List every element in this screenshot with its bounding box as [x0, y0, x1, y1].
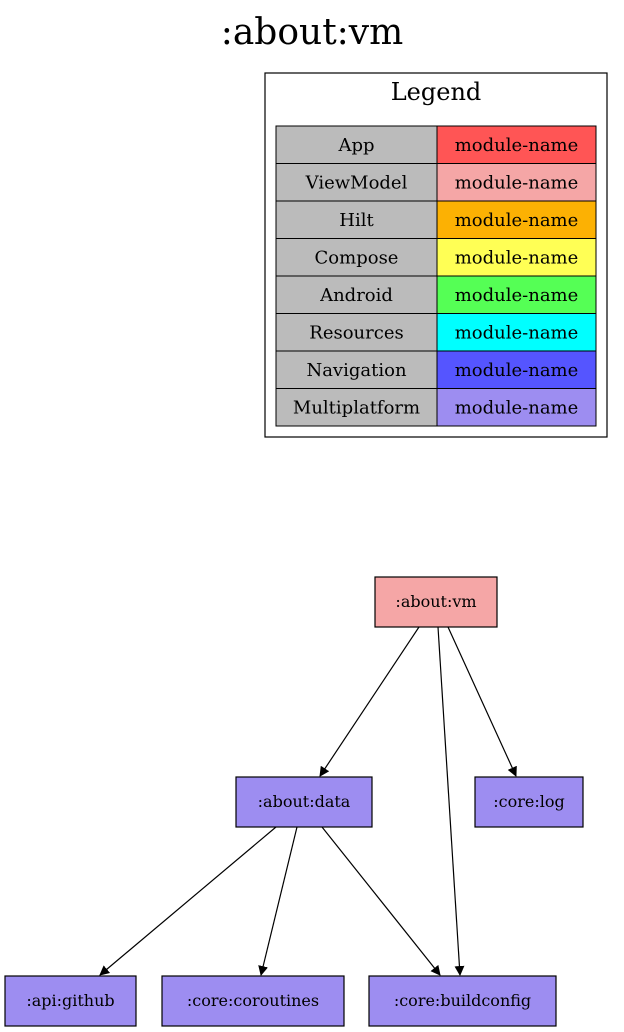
edge-about-vm-to-core-log — [447, 626, 517, 777]
node-about-data: :about:data — [235, 776, 373, 828]
edge-about-data-to-api-github — [99, 826, 277, 976]
node-label: :core:log — [493, 792, 564, 811]
edge-about-data-to-core-coroutines — [258, 826, 298, 976]
legend-type-label: Hilt — [339, 210, 374, 231]
legend-row-navigation: Navigation module-name — [275, 350, 597, 389]
node-label: :about:data — [258, 792, 351, 811]
node-label: :core:coroutines — [187, 991, 319, 1010]
legend-type-cell — [275, 238, 438, 277]
legend-type-label: Android — [319, 285, 393, 306]
module-nodes: :about:vm :about:data :core:log :api:github… — [4, 576, 584, 1027]
legend-module-label: module-name — [455, 360, 579, 381]
legend-row-hilt: Hilt module-name — [275, 200, 597, 239]
legend-module-label: module-name — [455, 247, 579, 268]
node-label: :about:vm — [395, 592, 476, 611]
legend-type-cell — [275, 350, 438, 389]
legend-type-label: Navigation — [306, 360, 406, 381]
dependency-edges — [99, 626, 517, 976]
node-box — [235, 776, 373, 828]
legend-row-compose: Compose module-name — [275, 238, 597, 277]
legend-type-label: Compose — [315, 247, 399, 268]
node-box — [474, 776, 584, 828]
legend-color-swatch — [436, 275, 597, 314]
legend-module-label: module-name — [455, 172, 579, 193]
legend-module-label: module-name — [455, 322, 579, 343]
node-box — [4, 975, 137, 1027]
node-box — [374, 576, 498, 628]
edge-about-vm-to-about-data — [319, 626, 420, 777]
node-api-github: :api:github — [4, 975, 137, 1027]
legend-type-cell — [275, 200, 438, 239]
node-about-vm: :about:vm — [374, 576, 498, 628]
node-label: :api:github — [26, 991, 114, 1010]
legend-row-multiplatform: Multiplatform module-name — [275, 388, 597, 427]
legend-type-cell — [275, 125, 438, 164]
edge-about-vm-to-core-buildconfig — [437, 626, 465, 976]
node-box — [161, 975, 345, 1027]
graph-title: :about:vm — [221, 12, 404, 53]
legend-color-swatch — [436, 388, 597, 427]
legend-title: Legend — [391, 78, 482, 106]
node-core-coroutines: :core:coroutines — [161, 975, 345, 1027]
legend-module-label: module-name — [455, 285, 579, 306]
legend-type-label: Resources — [309, 322, 403, 343]
legend-module-label: module-name — [455, 135, 579, 156]
node-core-buildconfig: :core:buildconfig — [368, 975, 557, 1027]
node-box — [368, 975, 557, 1027]
node-core-log: :core:log — [474, 776, 584, 828]
legend-row-app: App module-name — [275, 125, 597, 164]
legend-type-cell — [275, 388, 438, 427]
legend-row-viewmodel: ViewModel module-name — [275, 163, 597, 202]
legend-module-label: module-name — [455, 210, 579, 231]
legend-type-cell — [275, 313, 438, 352]
legend-type-label: Multiplatform — [293, 397, 420, 418]
edge-about-data-to-core-buildconfig — [321, 826, 441, 976]
node-label: :core:buildconfig — [394, 991, 531, 1010]
legend-row-android: Android module-name — [275, 275, 597, 314]
legend-color-swatch — [436, 125, 597, 164]
legend-type-label: App — [337, 135, 374, 156]
legend-row-resources: Resources module-name — [275, 313, 597, 352]
legend-type-cell — [275, 275, 438, 314]
legend-module-label: module-name — [455, 397, 579, 418]
legend-type-label: ViewModel — [305, 172, 408, 193]
